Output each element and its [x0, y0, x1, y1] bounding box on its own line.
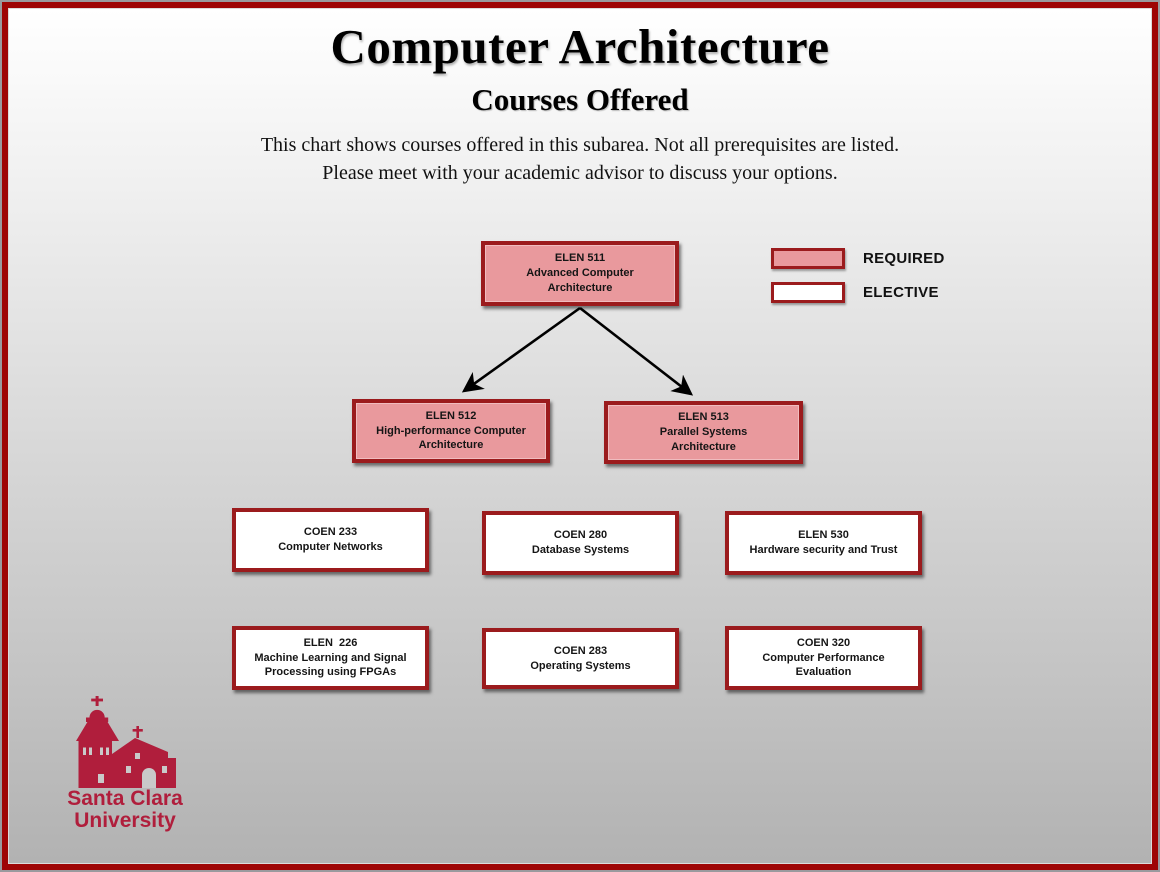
scu-logo: Santa Clara University	[40, 696, 210, 833]
course-title: Operating Systems	[530, 659, 631, 672]
course-node-elen-512: ELEN 512 High-performance Computer Archi…	[352, 399, 550, 463]
course-code: ELEN 226	[303, 636, 358, 649]
description-line-2: Please meet with your academic advisor t…	[322, 162, 838, 184]
scu-wordmark-line2: University	[74, 809, 176, 833]
course-title: Machine Learning and Signal Processing u…	[254, 651, 407, 679]
course-code: COEN 320	[796, 636, 851, 649]
course-node-elen-513: ELEN 513 Parallel Systems Architecture	[604, 401, 803, 464]
course-code: ELEN 511	[554, 252, 606, 265]
legend-elective: ELECTIVE	[771, 282, 939, 303]
course-node-elen-226: ELEN 226 Machine Learning and Signal Pro…	[232, 626, 429, 690]
course-node-coen-280: COEN 280 Database Systems	[482, 511, 679, 575]
course-node-coen-320: COEN 320 Computer Performance Evaluation	[725, 626, 922, 690]
required-swatch	[771, 248, 845, 269]
page-background	[9, 9, 1151, 863]
course-code: ELEN 513	[678, 411, 729, 424]
course-title: Computer Networks	[278, 541, 383, 553]
course-title: Hardware security and Trust	[749, 544, 898, 556]
scu-wordmark: Santa Clara University	[40, 787, 210, 833]
course-node-elen-511: ELEN 511 Advanced Computer Architecture	[481, 241, 679, 306]
mission-church-icon	[76, 696, 176, 788]
course-node-coen-283: COEN 283 Operating Systems	[482, 628, 679, 689]
course-title: Advanced Computer Architecture	[526, 267, 634, 294]
course-code: COEN 283	[553, 644, 608, 657]
course-title: High-performance Computer Architecture	[376, 424, 526, 452]
course-title: Computer Performance Evaluation	[762, 651, 885, 679]
course-code: COEN 233	[303, 526, 358, 539]
course-code: ELEN 512	[425, 409, 477, 422]
course-title: Database Systems	[531, 544, 630, 556]
elective-swatch	[771, 282, 845, 303]
course-code: COEN 280	[553, 529, 608, 542]
page-description: This chart shows courses offered in this…	[0, 131, 1160, 187]
required-label: REQUIRED	[863, 250, 945, 267]
course-title: Parallel Systems Architecture	[659, 426, 748, 453]
elective-label: ELECTIVE	[863, 284, 939, 301]
course-code: ELEN 530	[798, 529, 849, 542]
scu-wordmark-line1: Santa Clara	[67, 787, 183, 810]
legend-required: REQUIRED	[771, 248, 945, 269]
page-title: Computer Architecture	[330, 19, 830, 74]
description-line-1: This chart shows courses offered in this…	[260, 134, 900, 156]
course-node-coen-233: COEN 233 Computer Networks	[232, 508, 429, 572]
course-node-elen-530: ELEN 530 Hardware security and Trust	[725, 511, 922, 575]
page-subtitle: Courses Offered	[471, 82, 689, 117]
